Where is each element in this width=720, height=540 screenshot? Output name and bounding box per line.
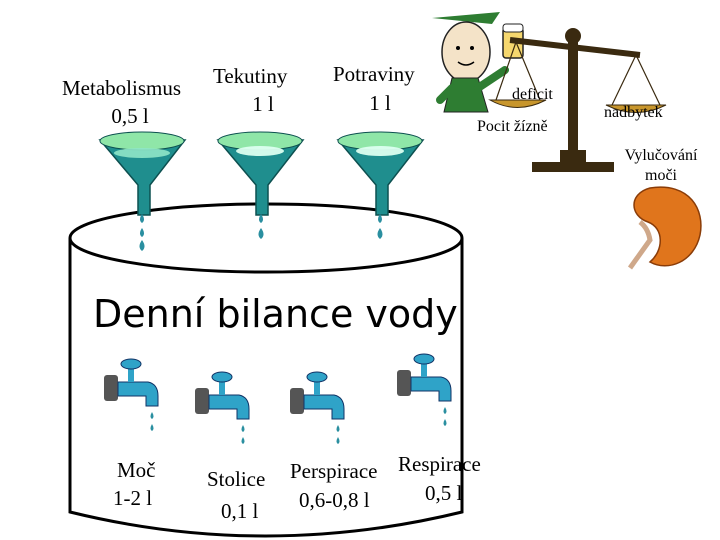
deficit-label: deficit	[512, 86, 553, 103]
excretion-label: Vylučování moči	[624, 147, 698, 184]
output-label-perspirace: Perspirace	[290, 459, 378, 483]
input-amount-metabolismus: 0,5 l	[111, 104, 149, 128]
faucet-stolice	[195, 371, 250, 444]
output-amount-respirace: 0,5 l	[425, 481, 463, 505]
funnel-metabolismus	[98, 131, 187, 216]
thirst-label: Pocit žízně	[477, 118, 548, 135]
input-label-potraviny: Potraviny	[333, 62, 415, 86]
thirsty-man-illustration	[432, 12, 524, 113]
input-amount-potraviny: 1 l	[369, 91, 391, 115]
funnel-drops	[139, 214, 383, 251]
funnel-tekutiny	[216, 131, 305, 216]
input-amount-tekutiny: 1 l	[252, 92, 274, 116]
output-label-respirace: Respirace	[398, 452, 481, 476]
output-amount-moc: 1-2 l	[113, 486, 153, 510]
output-amount-perspirace: 0,6-0,8 l	[299, 488, 370, 512]
funnel-potraviny	[336, 131, 425, 216]
faucet-moc	[104, 358, 159, 431]
output-amount-stolice: 0,1 l	[221, 499, 259, 523]
faucet-perspirace	[290, 371, 345, 444]
output-label-stolice: Stolice	[207, 467, 266, 491]
output-label-moc: Moč	[117, 458, 156, 482]
input-label-metabolismus: Metabolismus	[62, 76, 181, 100]
balance-scale	[488, 28, 667, 172]
input-label-tekutiny: Tekutiny	[213, 64, 288, 88]
kidney-icon	[627, 186, 702, 270]
faucet-respirace	[397, 353, 452, 426]
page-title: Denní bilance vody	[93, 292, 458, 336]
surplus-label: nadbytek	[604, 104, 663, 121]
